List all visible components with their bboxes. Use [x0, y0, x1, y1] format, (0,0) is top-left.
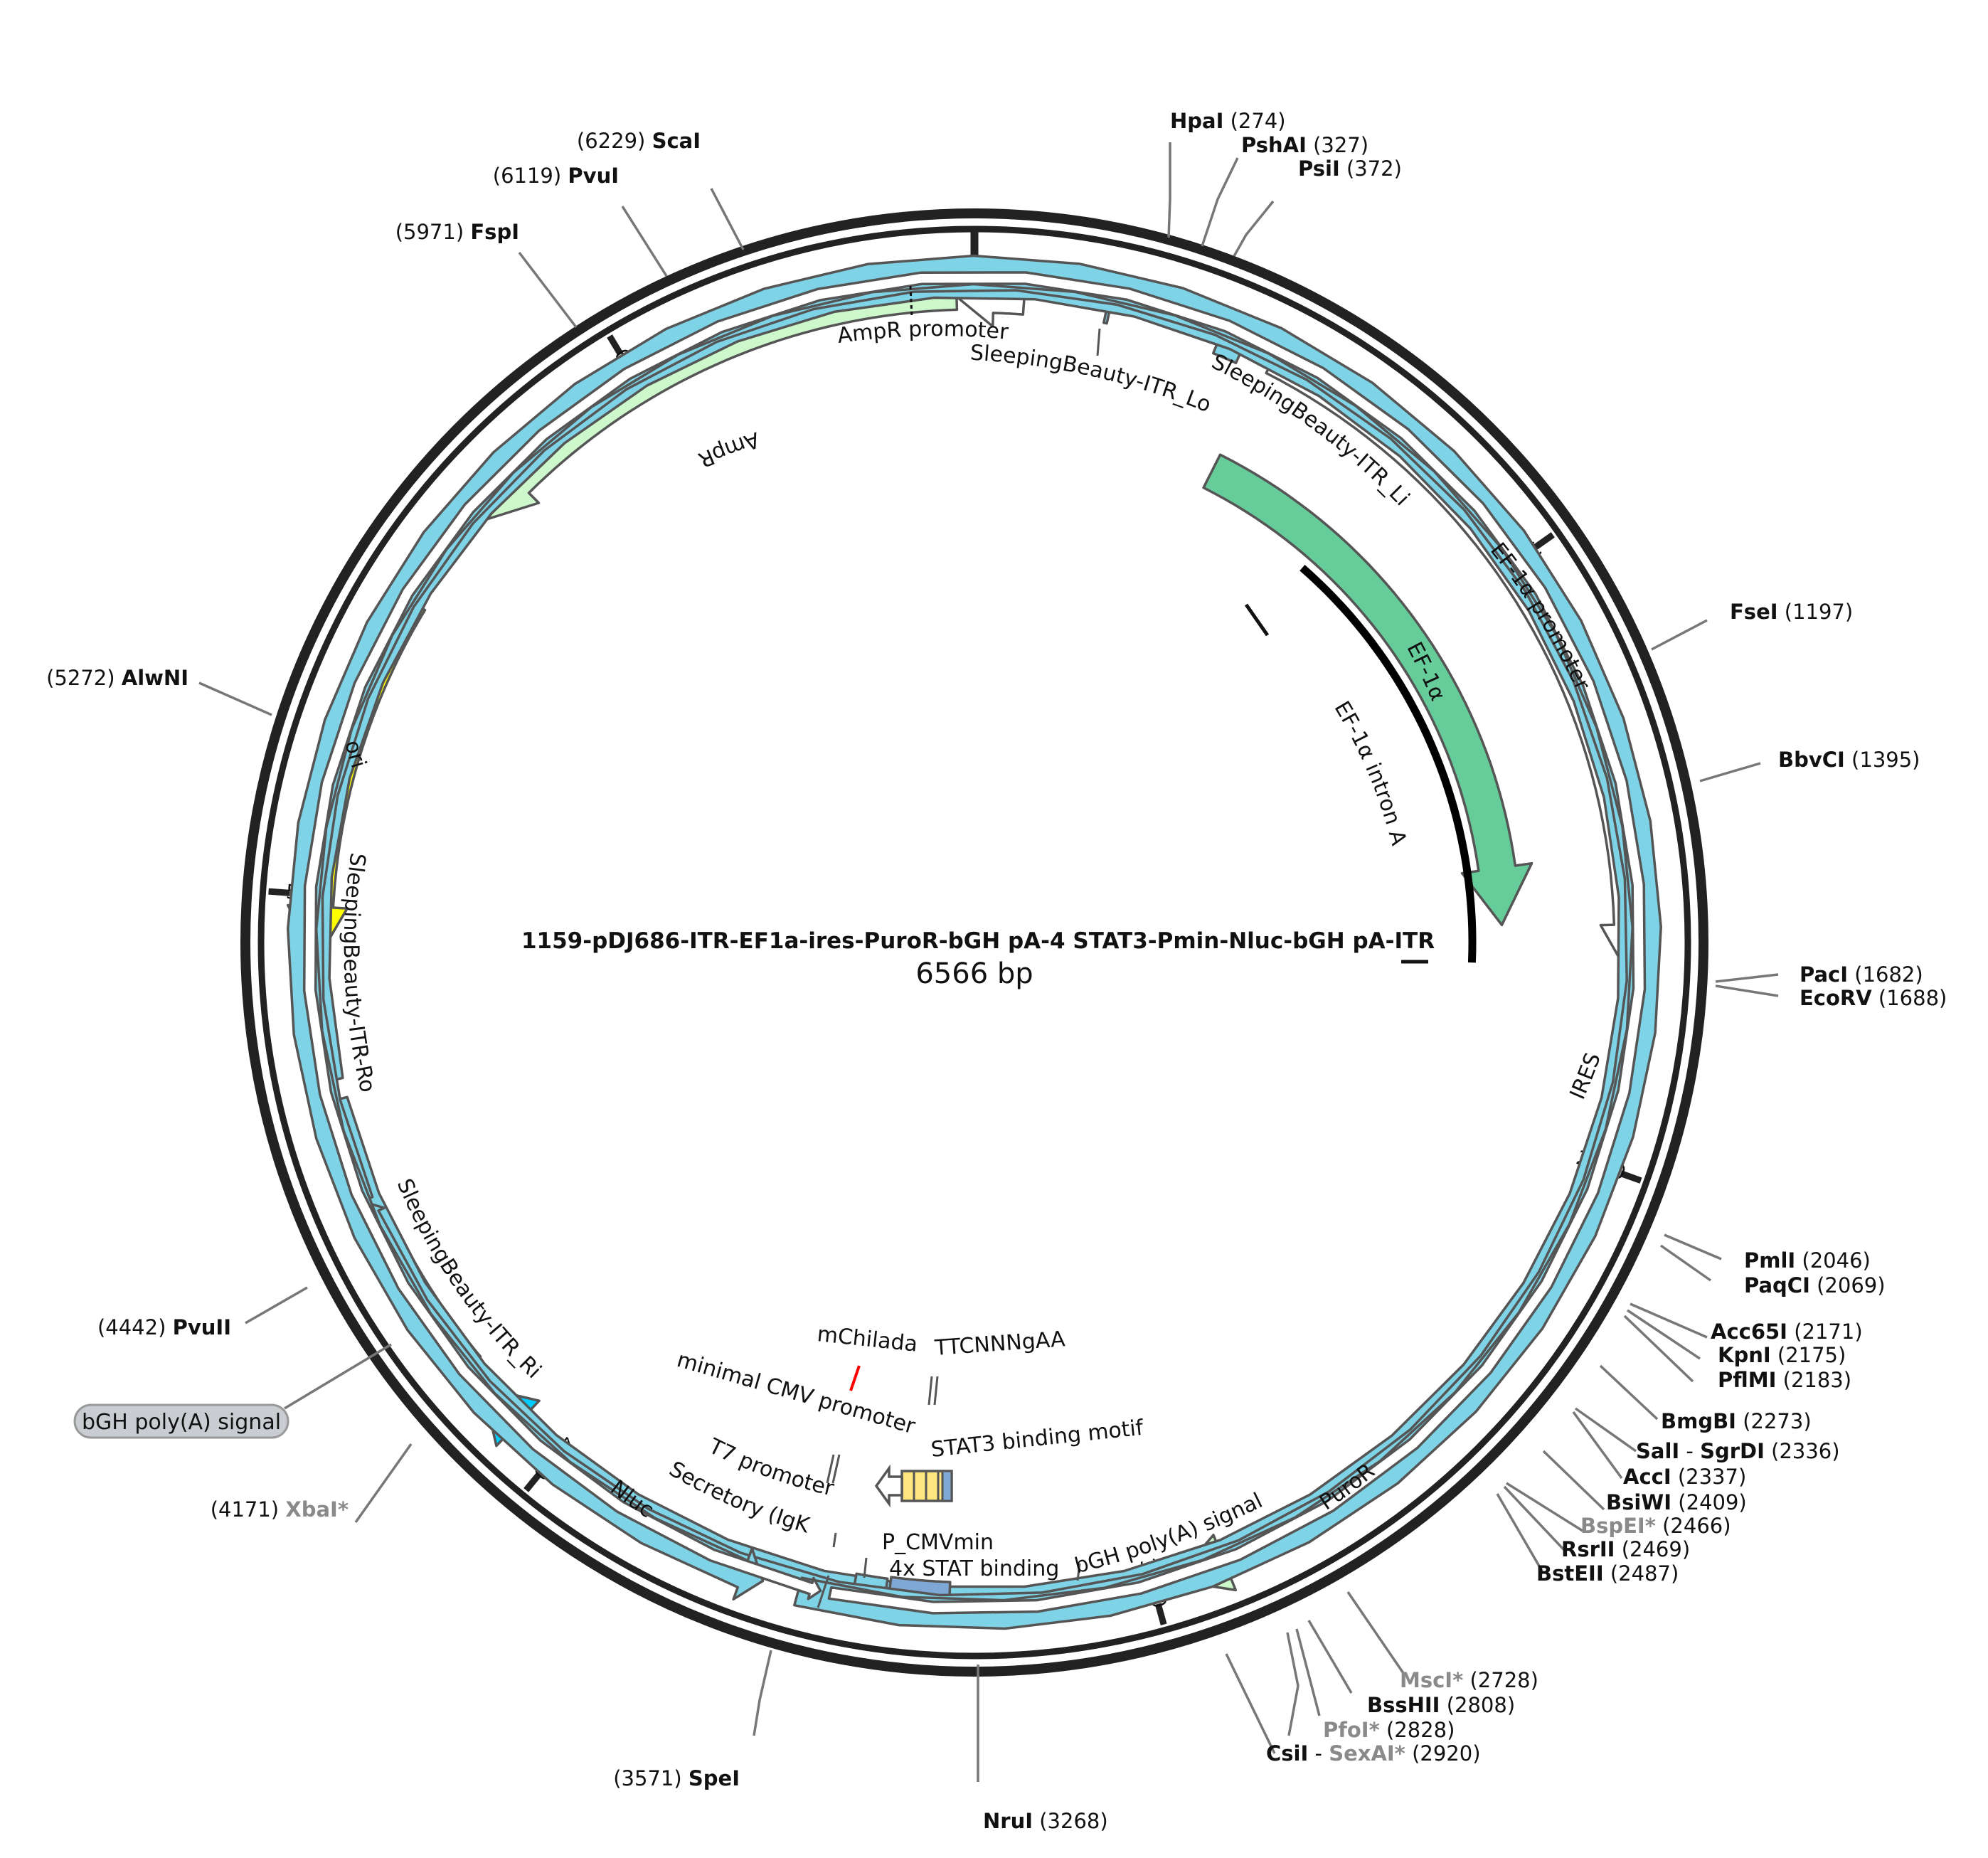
site-label-bsshii: BssHII (2808): [1367, 1693, 1515, 1717]
tick-mark: [1620, 1170, 1642, 1184]
site-label-psii: PsiI (372): [1298, 156, 1402, 181]
site-label-pvuii: (4442) PvuII: [97, 1315, 231, 1339]
feature-label-ampr: AmpR: [694, 427, 762, 472]
site-label-acci: AccI (2337): [1623, 1465, 1746, 1489]
site-label-fspi: (5971) FspI: [395, 220, 519, 244]
feature-label-p-cmvmin: P_CMVmin: [882, 1530, 994, 1555]
bgh-callout: bGH poly(A) signal: [73, 1343, 392, 1439]
site-label-hpai: HpaI (274): [1170, 109, 1286, 133]
site-label-nrui: NruI (3268): [983, 1809, 1108, 1833]
feature-label-ttcnnngaa: TTCNNNgAA: [933, 1327, 1066, 1361]
site-leaders: [198, 142, 1779, 1782]
feature-min-cmv-marker: [826, 1454, 841, 1484]
site-label-sali: SalI - SgrDI (2336): [1636, 1439, 1840, 1463]
site-label-pmli: PmlI (2046): [1744, 1248, 1871, 1273]
feature-label-stat-binding: 4x STAT binding: [889, 1556, 1059, 1581]
feature-label-ires: IRES: [1565, 1049, 1605, 1103]
site-label-pflmi: PflMI (2183): [1718, 1368, 1851, 1392]
site-label-paqci: PaqCI (2069): [1744, 1273, 1886, 1297]
site-label-pfoi: PfoI* (2828): [1323, 1718, 1455, 1742]
tick-mark: [1154, 1603, 1167, 1625]
feature-t7-promoter: [302, 271, 1647, 1615]
feature-label-sb-itr-lo: SleepingBeauty-ITR_Lo: [969, 341, 1214, 418]
site-label-csii: CsiI - SexAI* (2920): [1266, 1741, 1481, 1766]
plasmid-size: 6566 bp: [915, 957, 1033, 990]
site-label-bmgbi: BmgBI (2273): [1661, 1409, 1812, 1433]
tick-mark: [268, 888, 290, 896]
feature-ttcnnngaa: [927, 1376, 939, 1406]
feature-mchilada: [849, 1365, 861, 1391]
site-labels: HpaI (274)PshAI (327)PsiI (372) FseI (119…: [46, 109, 1947, 1833]
site-label-pvui: (6119) PvuI: [493, 164, 619, 188]
features: [286, 254, 1662, 1630]
plasmid-title: 1159-pDJ686-ITR-EF1a-ires-PuroR-bGH pA-4…: [521, 928, 1435, 990]
feature-label-ef1a-intron: EF-1α intron A: [1329, 697, 1411, 849]
site-label-bsteii: BstEII (2487): [1536, 1561, 1679, 1586]
site-label-alwni: (5272) AlwNI: [46, 666, 188, 690]
feature-label-min-cmv: minimal CMV promoter: [674, 1347, 918, 1439]
site-label-fsei: FseI (1197): [1730, 600, 1853, 624]
site-label-bsiwi: BsiWI (2409): [1606, 1490, 1747, 1514]
plasmid-name: 1159-pDJ686-ITR-EF1a-ires-PuroR-bGH pA-4…: [521, 928, 1435, 954]
feature-stat3-motif: [900, 1470, 953, 1502]
site-label-scai: (6229) ScaI: [577, 129, 701, 153]
site-label-paci: PacI (1682): [1800, 962, 1923, 987]
site-label-msci: MscI* (2728): [1400, 1668, 1538, 1692]
site-label-xbai: (4171) XbaI*: [211, 1497, 349, 1522]
feature-ampr-boundary: [909, 285, 913, 318]
site-label-bbvci: BbvCI (1395): [1778, 748, 1920, 772]
site-label-spei: (3571) SpeI: [613, 1766, 740, 1790]
feature-ef1a-intron: [1244, 565, 1477, 964]
tick-mark: [1533, 532, 1555, 550]
bgh-callout-label: bGH poly(A) signal: [82, 1410, 281, 1435]
backbone: [240, 208, 1708, 1677]
tick-mark: [523, 1471, 543, 1492]
feature-label-mchilada: mChilada: [816, 1322, 919, 1357]
feature-leaders: [817, 328, 1101, 1608]
feature-label-sb-itr-ro: SleepingBeauty-ITR-Ro: [339, 851, 381, 1095]
site-label-rsrii: RsrII (2469): [1561, 1537, 1690, 1561]
feature-min-cmv: [874, 1464, 903, 1508]
feature-label-stat3-motif: STAT3 binding motif: [930, 1416, 1145, 1462]
site-label-kpni: KpnI (2175): [1718, 1343, 1846, 1367]
site-label-ecorv: EcoRV (1688): [1800, 986, 1947, 1010]
tick-mark: [607, 334, 624, 356]
feature-ef1a: [1202, 453, 1533, 927]
site-label-pshai: PshAI (327): [1241, 133, 1368, 157]
site-label-acc65i: Acc65I (2171): [1711, 1320, 1863, 1344]
site-label-bspei: BspEI* (2466): [1580, 1514, 1731, 1538]
